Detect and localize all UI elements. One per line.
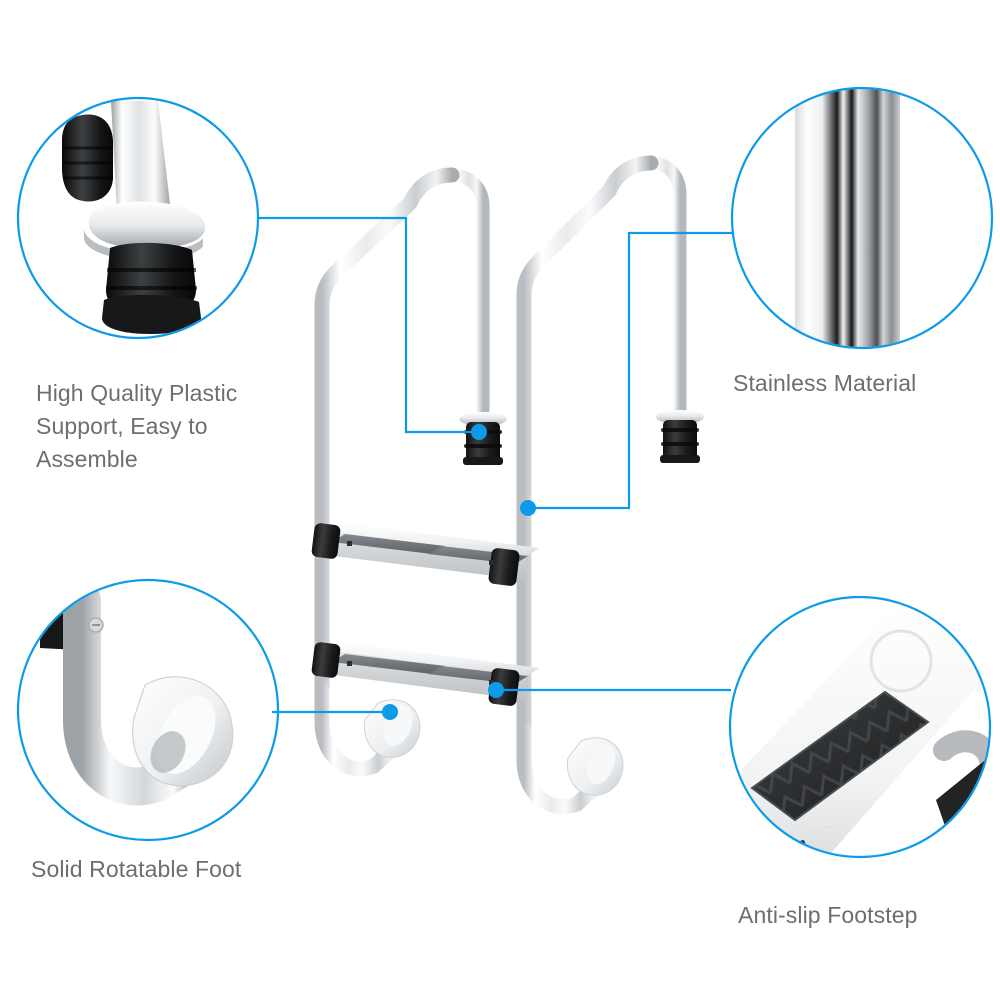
ladder-rail-left xyxy=(314,167,490,777)
callout-circle-anti-slip-footstep[interactable] xyxy=(728,595,992,859)
callout-circle-rotatable-foot[interactable] xyxy=(16,578,280,842)
foot-right-rubber-cup xyxy=(566,737,624,796)
callout-circle-stainless-material[interactable] xyxy=(730,86,994,350)
anchor-dot-stainless-material xyxy=(520,500,536,516)
stainless-tube-closeup xyxy=(795,89,900,347)
anchor-dot-rotatable-foot xyxy=(382,704,398,720)
callout-label-plastic-support: High Quality Plastic Support, Easy to As… xyxy=(36,380,238,472)
step-lower xyxy=(311,642,540,706)
callout-label-rotatable-foot: Solid Rotatable Foot xyxy=(31,856,242,882)
rail-left-front xyxy=(314,167,460,698)
callout-plastic-support-photo xyxy=(19,99,257,337)
plastic-support-right xyxy=(656,410,704,463)
anchor-dot-anti-slip-footstep xyxy=(488,682,504,698)
callout-stainless-material-photo xyxy=(733,89,991,347)
j-hook-tube xyxy=(63,581,215,806)
rotatable-rubber-cup xyxy=(132,676,234,787)
frame-recess-circle xyxy=(869,629,933,693)
chrome-tube xyxy=(111,101,173,230)
connector-line-stainless-material xyxy=(535,231,732,510)
screw-head xyxy=(88,617,104,633)
anchor-dot-plastic-support xyxy=(471,424,487,440)
rail-left-foot-hook xyxy=(314,682,408,777)
step-upper xyxy=(311,523,540,586)
rail-right-foot-hook xyxy=(516,722,611,815)
plastic-support-body xyxy=(102,242,201,334)
callout-rotatable-foot-photo xyxy=(19,581,277,839)
rail-right-front xyxy=(516,155,659,738)
callout-label-stainless-material: Stainless Material xyxy=(733,370,917,396)
callout-label-anti-slip-footstep: Anti-slip Footstep xyxy=(738,902,918,928)
callout-anti-slip-footstep-photo xyxy=(731,598,989,856)
upper-black-collar xyxy=(62,114,113,202)
ladder-rail-right xyxy=(516,155,687,815)
anti-slip-tread-pad xyxy=(750,690,930,822)
connector-line-plastic-support xyxy=(258,216,472,434)
